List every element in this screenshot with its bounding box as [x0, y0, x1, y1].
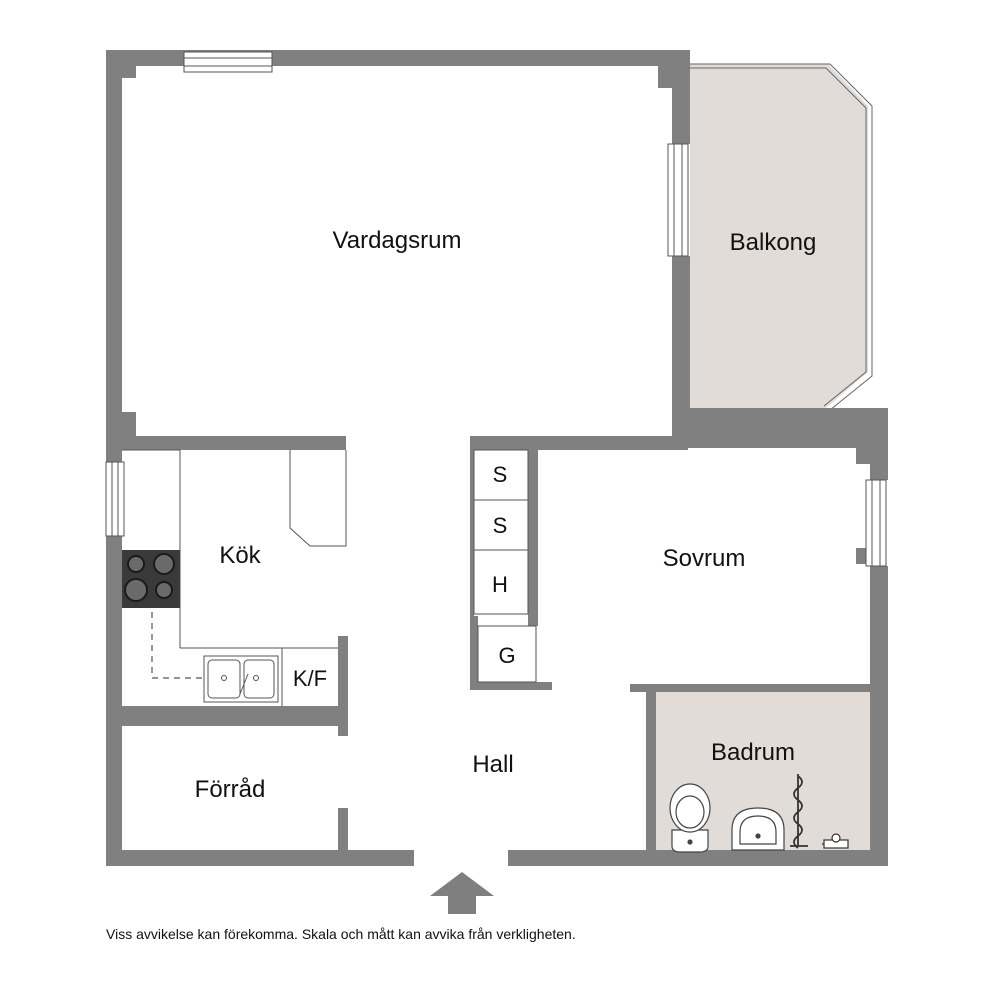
window-living-right — [667, 143, 689, 257]
disclaimer-text: Viss avvikelse kan förekomma. Skala och … — [106, 926, 576, 942]
closet-column — [473, 449, 537, 683]
room-label-kitchen: Kök — [219, 542, 261, 569]
window-bedroom — [865, 479, 887, 567]
room-label-balcony: Balkong — [730, 229, 817, 256]
balcony-railing — [690, 63, 873, 411]
stove-icon — [122, 550, 180, 608]
balcony-railing-inner — [690, 67, 867, 407]
toilet-icon — [669, 783, 711, 853]
balcony-floor — [690, 64, 868, 408]
closet-label-s1: S — [493, 462, 508, 487]
shower-mixer-icon — [822, 833, 849, 849]
closet-label-s2: S — [493, 513, 508, 538]
counter-dashed-line — [151, 612, 206, 679]
window-top — [183, 51, 273, 73]
room-label-bedroom: Sovrum — [663, 545, 746, 572]
room-label-storage: Förråd — [195, 776, 266, 803]
entrance-arrow-icon[interactable] — [430, 872, 494, 914]
washbasin-icon — [731, 807, 785, 851]
room-label-living: Vardagsrum — [333, 227, 462, 254]
closet-label-g: G — [498, 643, 515, 668]
sink-icon — [203, 655, 279, 703]
room-label-bathroom: Badrum — [711, 739, 795, 766]
room-label-hall: Hall — [472, 751, 513, 778]
kitchen-counter — [122, 449, 347, 649]
closet-label-kf: K/F — [293, 666, 327, 691]
towel-rail-icon — [790, 774, 808, 849]
walls — [106, 50, 888, 866]
window-kitchen — [105, 461, 125, 537]
closet-label-h: H — [492, 572, 508, 597]
